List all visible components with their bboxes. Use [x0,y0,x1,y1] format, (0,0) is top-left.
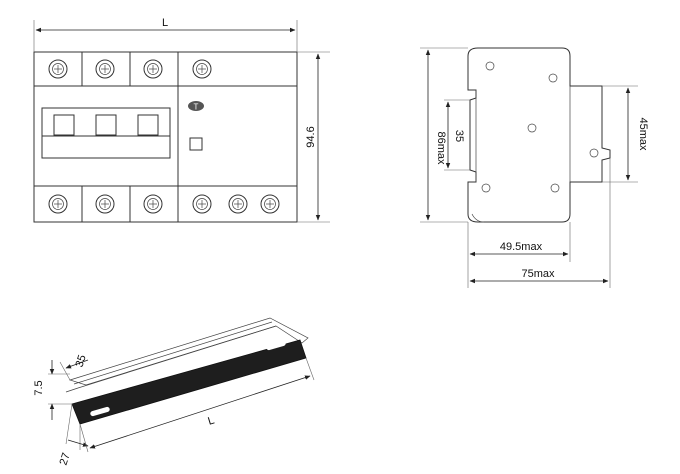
pole-window-1 [53,114,75,136]
mid-depth-dimension-label: 49.5max [500,241,543,253]
test-button-label: T [194,103,199,112]
rail-base-dimension-label: 27 [58,451,73,466]
terminal-screw-icon [95,59,115,79]
rail-width-dimension-label: 35 [74,353,89,368]
terminal-screws [48,59,280,214]
rail-slot-right [266,340,286,351]
side-rivet-2 [548,73,558,83]
rail-length-dimension-label: L [206,414,215,427]
status-indicator-window [189,137,203,151]
side-height-dimension-label: 86max [435,131,447,165]
pole-window-2 [95,114,117,136]
toggle-handle [41,107,171,159]
total-depth-dimension-label: 75max [521,268,555,280]
terminal-screw-icon [143,194,163,214]
terminal-screw-icon [143,59,163,79]
rail-dimension-label: 35 [453,130,465,142]
breaker-front-outline [33,51,298,223]
terminal-screw-icon [95,194,115,214]
terminal-screw-icon [48,194,68,214]
rail-height-dimension-label: 7.5 [33,380,45,395]
pole-window-3 [137,114,159,136]
side-rivet-3 [527,123,537,133]
front-view: T L 94.6 [33,17,330,223]
side-rivet-1 [485,61,495,71]
breaker-side-profile [467,47,611,223]
side-rivet-4 [589,148,599,158]
rail-base-dimension-line [67,439,89,447]
rail-length-dimension-line [89,375,311,449]
terminal-screw-icon [228,194,248,214]
height-dimension-label: 94.6 [305,126,317,147]
side-rivet-5 [481,183,491,193]
rail-width-dimension-line [65,359,89,369]
terminal-screw-icon [192,194,212,214]
terminal-screw-icon [48,59,68,79]
rail-top-surface [68,317,309,386]
front-height-dimension-label: 45max [637,117,649,151]
test-button-icon [188,101,204,111]
terminal-screw-icon [260,194,280,214]
terminal-screw-icon [192,59,212,79]
side-rivet-6 [550,183,560,193]
side-view: 86max 35 45max 49.5max 75max [420,47,649,288]
din-rail: 7.5 35 27 L [33,317,315,467]
width-dimension-label: L [162,17,168,29]
